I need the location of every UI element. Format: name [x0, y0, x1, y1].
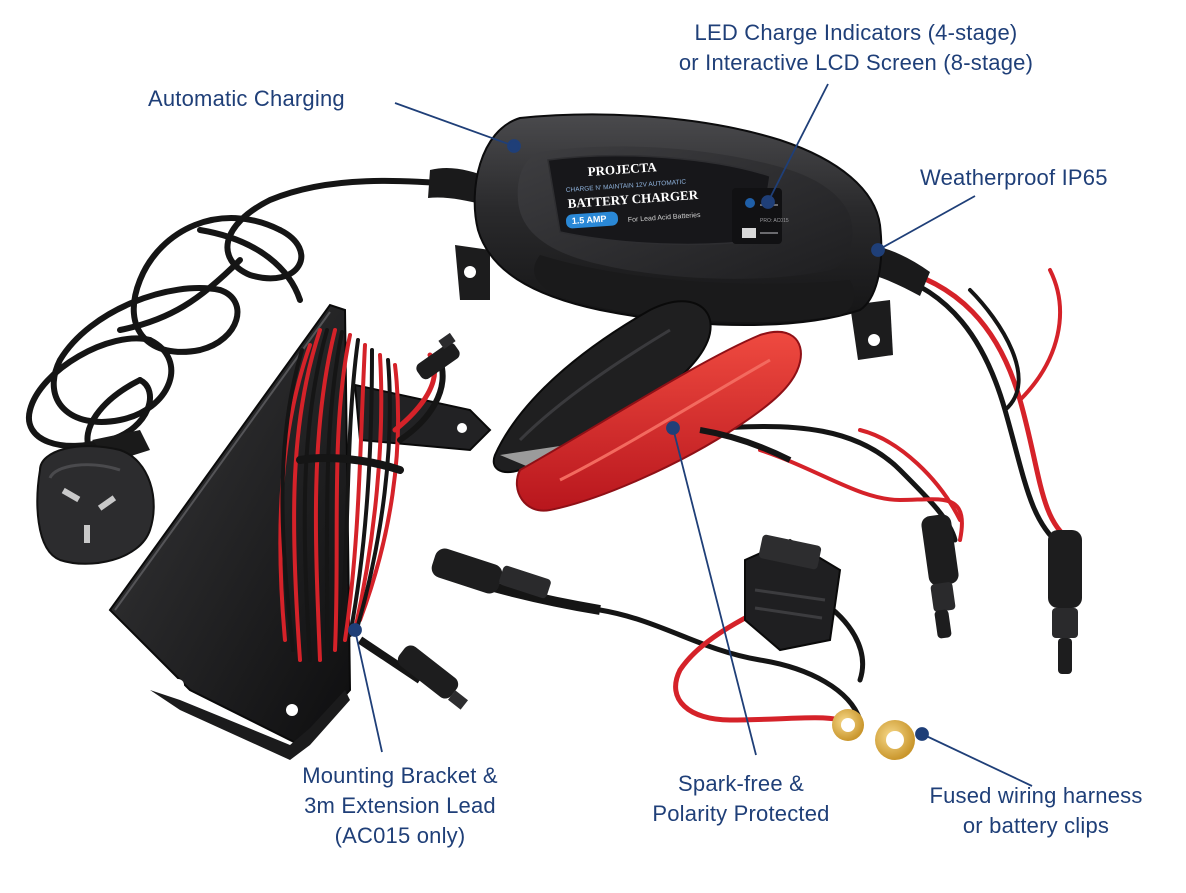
pointer-dot-spark [666, 421, 680, 435]
callout-bracket-line-2: 3m Extension Lead [304, 793, 496, 818]
callout-led-line-2: or Interactive LCD Screen (8-stage) [678, 50, 1034, 75]
ring-terminal-left [832, 709, 864, 741]
callout-bracket-line-3: (AC015 only) [334, 823, 466, 848]
model-number-text: PRO: AC015 [760, 218, 789, 224]
battery-status-icon [742, 228, 756, 238]
callout-fused-line-1: Fused wiring harness [929, 783, 1143, 808]
callout-spark-line-2: Polarity Protected [652, 801, 830, 826]
battery-clip [492, 300, 802, 512]
charger-unit: PROJECTA CHARGE N' MAINTAIN 12V AUTOMATI… [428, 113, 930, 360]
ac-power-cord [25, 177, 473, 453]
output-sae-connector-right [1048, 530, 1082, 674]
harness-sae-connector [431, 548, 601, 615]
callout-automatic-charging: Automatic Charging [148, 84, 345, 114]
callout-automatic-line-1: Automatic Charging [148, 86, 345, 111]
callout-fused-harness: Fused wiring harness or battery clips [900, 781, 1172, 841]
ring-terminal-right [875, 720, 915, 760]
pointer-dot-weather [871, 243, 885, 257]
output-cables [697, 262, 1073, 548]
pointer-weather [877, 195, 976, 251]
pointer-dot-fused [915, 727, 929, 741]
pointer-bracket [354, 629, 383, 753]
callout-weatherproof: Weatherproof IP65 [920, 163, 1108, 193]
pointer-dot-bracket [348, 623, 362, 637]
pointer-dot-automatic [507, 139, 521, 153]
pointer-lines [348, 83, 1033, 787]
fuse-holder [744, 534, 842, 652]
callout-weather-line-1: Weatherproof IP65 [920, 165, 1108, 190]
pointer-led [767, 83, 829, 203]
extension-sae-connector-top [416, 332, 460, 380]
extension-sae-connector-bottom [357, 636, 468, 710]
led-indicator-light [745, 198, 755, 208]
callout-bracket-line-1: Mounting Bracket & [302, 763, 498, 788]
amp-badge-text: 1.5 AMP [571, 214, 606, 226]
amp-badge [565, 211, 619, 229]
pointer-dot-led [761, 195, 775, 209]
callout-mounting-bracket: Mounting Bracket & 3m Extension Lead (AC… [270, 761, 530, 851]
ac-plug [36, 430, 155, 565]
extension-lead-coil [278, 328, 446, 662]
callout-led-indicators: LED Charge Indicators (4-stage) or Inter… [646, 18, 1066, 78]
callout-led-line-1: LED Charge Indicators (4-stage) [694, 20, 1018, 45]
pointer-spark [672, 427, 757, 756]
pointer-automatic [394, 102, 515, 147]
callout-spark-free: Spark-free & Polarity Protected [626, 769, 856, 829]
brand-logo: PROJECTA [587, 159, 658, 179]
pointer-fused [921, 733, 1033, 787]
callout-fused-line-2: or battery clips [962, 813, 1110, 838]
callout-spark-line-1: Spark-free & [678, 771, 804, 796]
output-sae-connector-middle [921, 514, 959, 639]
